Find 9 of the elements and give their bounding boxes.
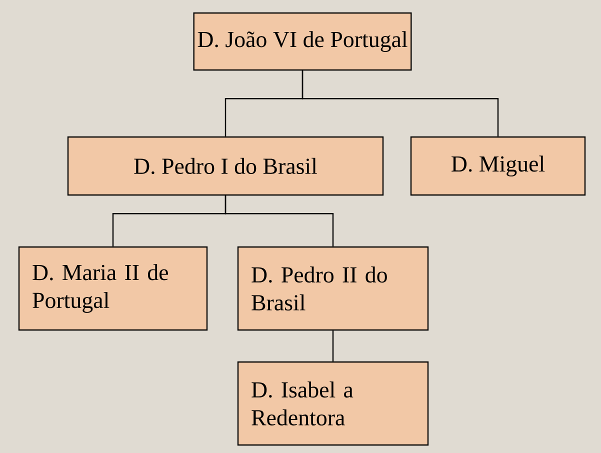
name-box: D. Isabel a Redentora — [237, 361, 429, 446]
name-box: D. João VI de Portugal — [193, 12, 412, 71]
name-box: D. Pedro I do Brasil — [67, 136, 384, 196]
name-box: D. Pedro II do Brasil — [237, 246, 429, 331]
connector-line — [302, 70, 499, 136]
name-box: D. Miguel — [410, 136, 586, 196]
connector-line — [224, 196, 334, 246]
connector-line — [332, 330, 334, 362]
name-box: D. Maria II de Portugal — [18, 246, 208, 331]
